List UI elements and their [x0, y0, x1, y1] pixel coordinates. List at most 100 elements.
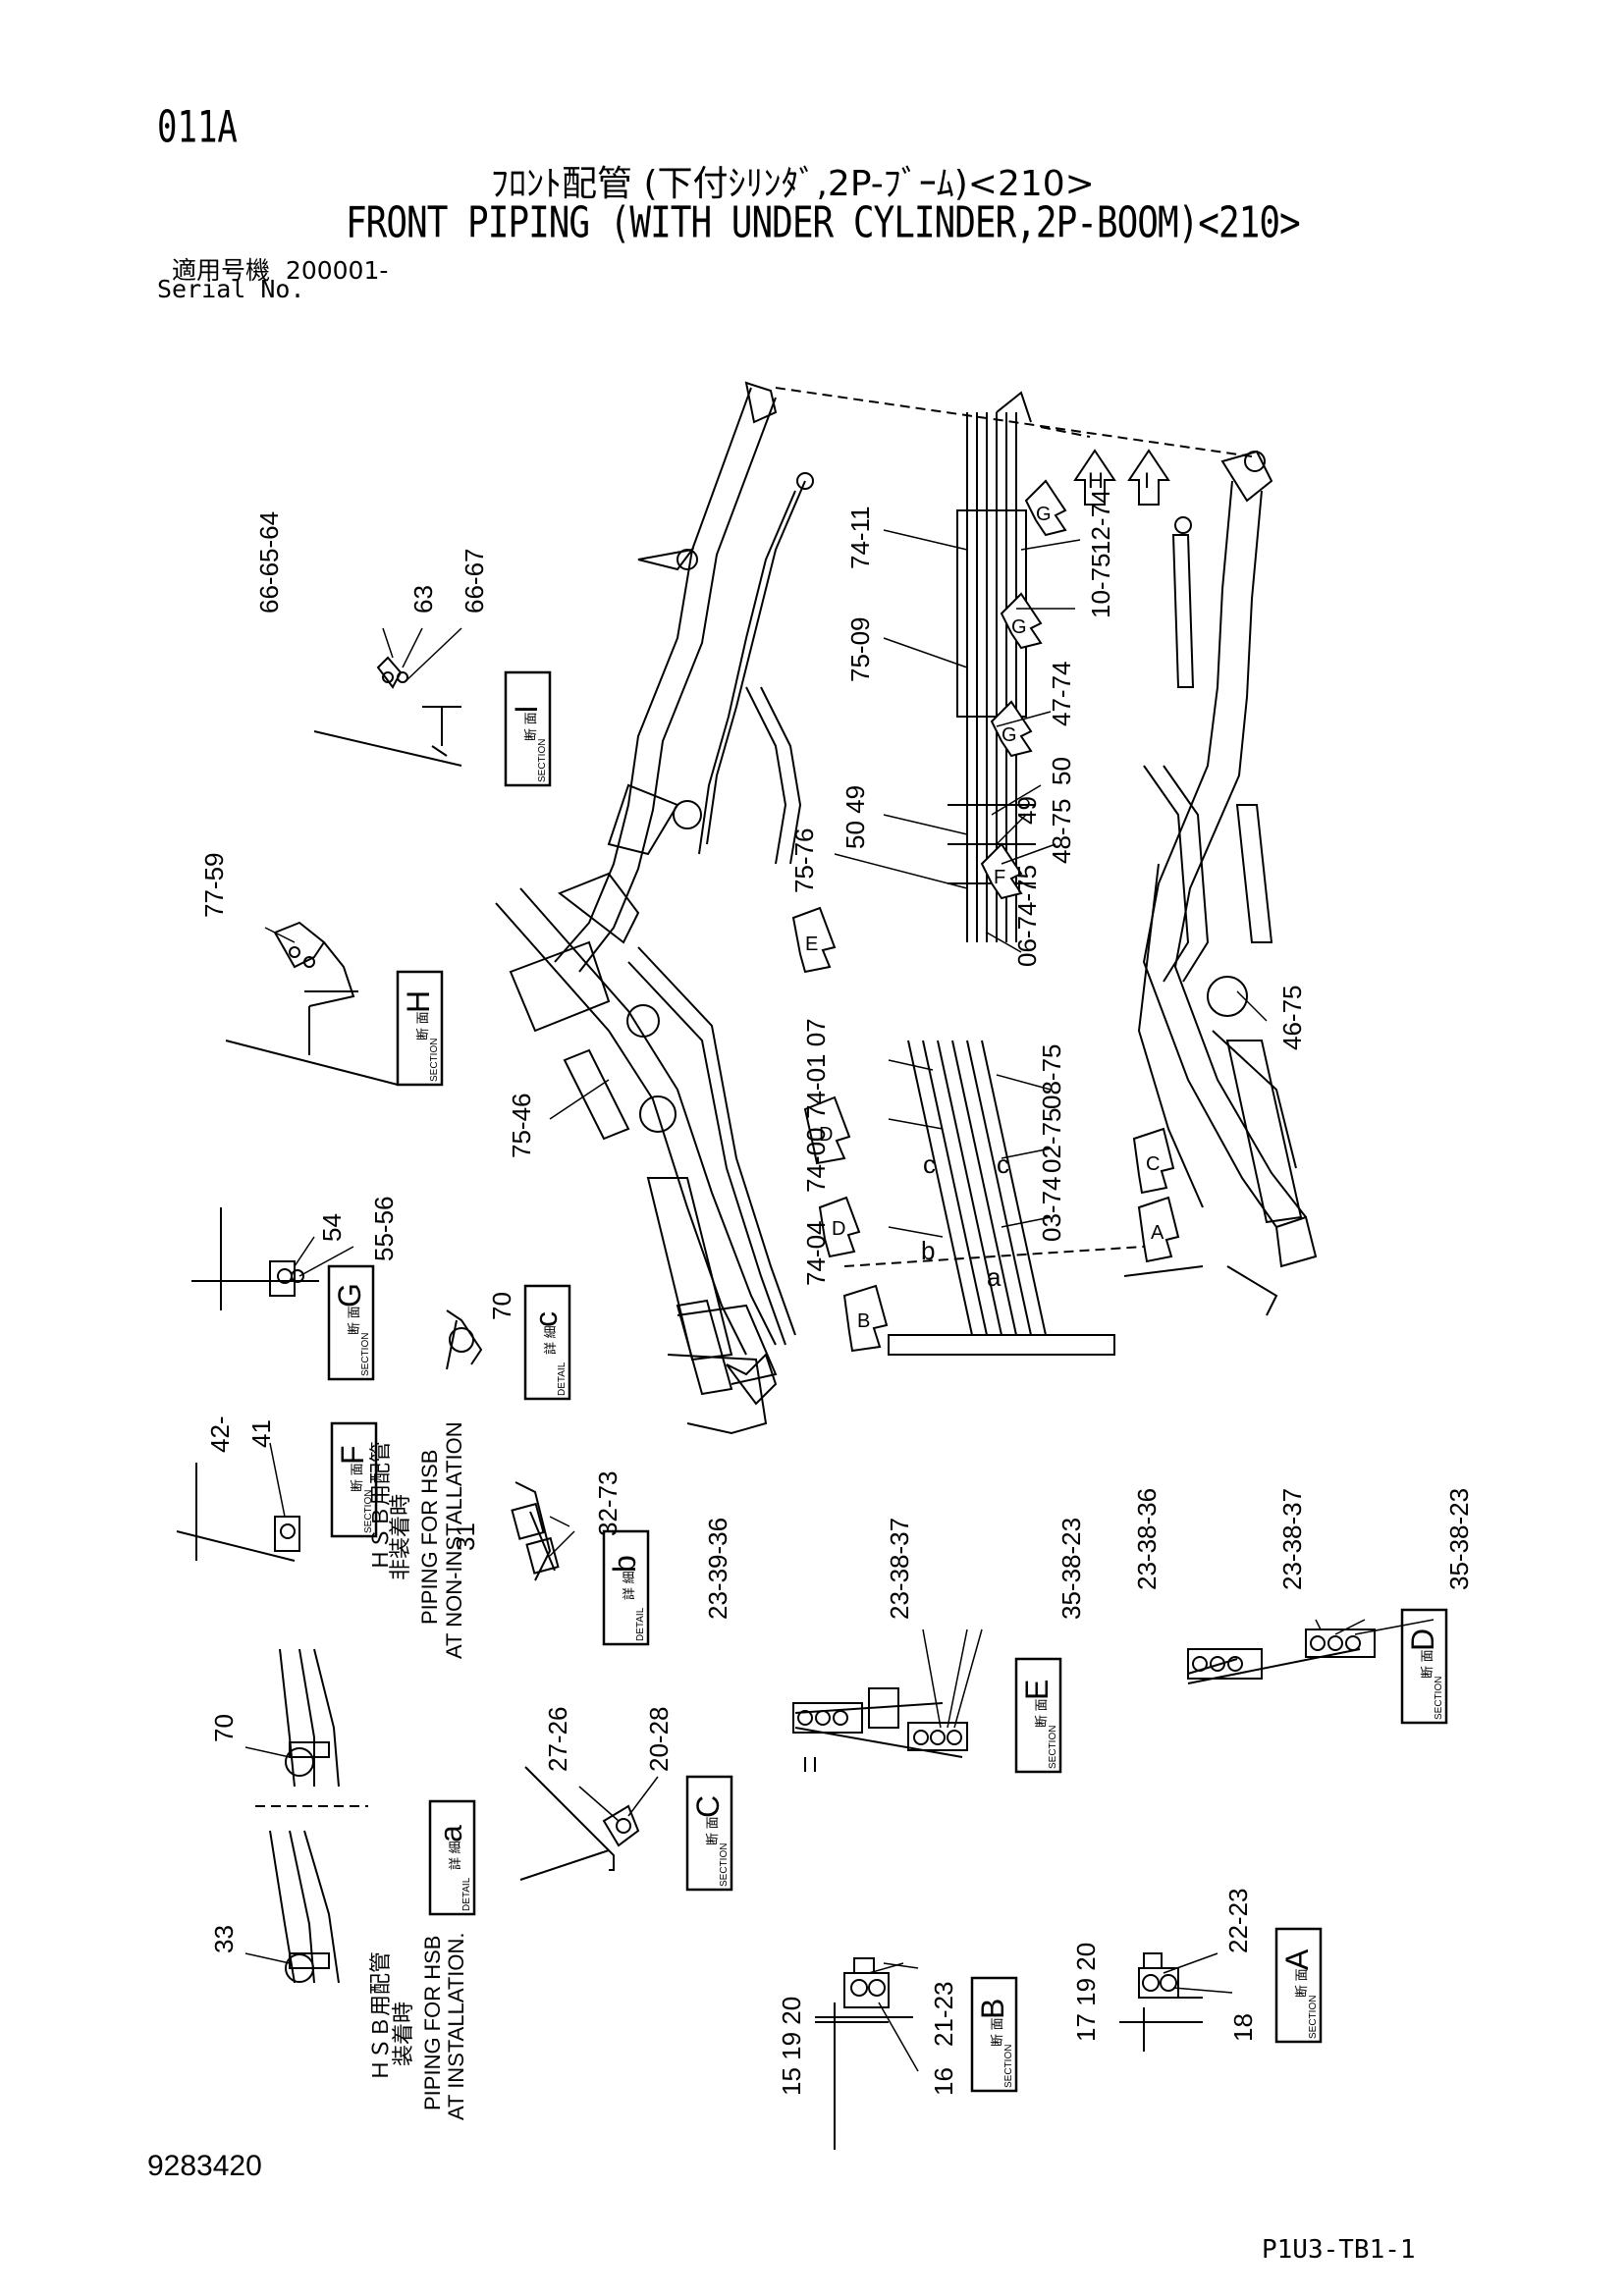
- section-box-h: H 断 面 SECTION: [396, 970, 444, 1087]
- section-arrow-label: G: [1001, 724, 1017, 746]
- detail-box-jp: 詳 細: [622, 1571, 636, 1600]
- detail-box-en: DETAIL: [635, 1607, 646, 1641]
- callout: 46-75: [1277, 986, 1307, 1051]
- callout: 17 19 20: [1071, 1943, 1101, 2042]
- detail-box-letter: a: [433, 1825, 468, 1842]
- callout: 23-38-37: [885, 1518, 914, 1620]
- callout: 33: [209, 1925, 239, 1953]
- callout: 18: [1228, 2013, 1258, 2042]
- view-letters: c c b a: [921, 1149, 1009, 1292]
- callout: 02-75: [1037, 1108, 1066, 1174]
- section-arrow-label: C: [1146, 1153, 1160, 1175]
- callout: 31: [451, 1522, 480, 1551]
- view-letter: a: [987, 1262, 1001, 1292]
- hsb-caption-line: AT NON-INSTALLATION: [442, 1421, 466, 1659]
- callout: 70: [209, 1714, 239, 1742]
- detail-box-en: DETAIL: [557, 1362, 568, 1396]
- view-letter: c: [997, 1149, 1009, 1179]
- section-box-letter: G: [332, 1283, 367, 1308]
- section-arrow-label: G: [1036, 504, 1052, 525]
- callout: 15 19 20: [777, 1997, 806, 2096]
- callout: 54: [317, 1213, 347, 1242]
- drawing-number: 9283420: [147, 2150, 262, 2182]
- detail-box-letter: b: [607, 1555, 642, 1573]
- callout: 75-76: [789, 828, 819, 894]
- section-box-en: SECTION: [429, 1039, 440, 1082]
- section-box-a: A 断 面 SECTION: [1274, 1927, 1323, 2044]
- section-box-letter: D: [1405, 1629, 1440, 1651]
- callout: 16: [929, 2067, 958, 2096]
- section-arrow-label: I: [1144, 468, 1150, 493]
- section-box-jp: 断 面: [523, 712, 538, 741]
- callout: 20-28: [644, 1707, 674, 1773]
- page-code: 011A: [157, 102, 238, 153]
- section-box-en: SECTION: [1003, 2045, 1014, 2088]
- section-box-en: SECTION: [363, 1490, 374, 1533]
- detail-box-letter: c: [528, 1311, 564, 1327]
- section-arrow-c: C: [1132, 1127, 1175, 1195]
- section-box-jp: 断 面: [347, 1306, 361, 1335]
- callout: 32-73: [593, 1471, 623, 1537]
- hsb-caption-line: 非装着時: [388, 1494, 412, 1580]
- callout: 75-09: [845, 617, 875, 683]
- section-arrow-label: G: [1011, 616, 1027, 638]
- detail-box-c: c 詳 細 DETAIL: [523, 1284, 571, 1401]
- serial-label-en: Serial No.: [157, 275, 305, 303]
- callout: 74-01 07: [801, 1018, 831, 1119]
- section-arrow-a: A: [1137, 1196, 1180, 1263]
- callout: 49: [1012, 796, 1042, 825]
- section-box-en: SECTION: [1434, 1677, 1444, 1720]
- section-box-jp: 断 面: [350, 1463, 364, 1492]
- section-arrow-g2: G: [1000, 592, 1043, 650]
- hsb-non-installation-caption: ＨＳＢ用配管 非装着時 PIPING FOR HSB AT NON-INSTAL…: [368, 1421, 466, 1659]
- hsb-caption-line: ＨＳＢ用配管: [368, 1951, 393, 2081]
- section-box-en: SECTION: [537, 739, 548, 782]
- section-box-jp: 断 面: [1034, 1698, 1049, 1728]
- title-english: FRONT PIPING (WITH UNDER CYLINDER,2P-BOO…: [346, 199, 1301, 248]
- callout: 21-23: [929, 1982, 958, 2048]
- callout: 50: [1047, 757, 1076, 785]
- callout: 74-00: [801, 1128, 831, 1194]
- section-box-b: B 断 面 SECTION: [970, 1976, 1018, 2093]
- callout: 27-26: [543, 1707, 572, 1773]
- section-arrow-label: A: [1151, 1222, 1164, 1244]
- callout: 23-39-36: [703, 1518, 732, 1620]
- section-arrow-label: F: [994, 867, 1005, 888]
- detail-box-en: DETAIL: [461, 1877, 472, 1911]
- section-box-f: F 断 面 SECTION: [330, 1421, 378, 1538]
- callout: 63: [408, 585, 438, 614]
- section-arrow-d2: D: [818, 1196, 861, 1258]
- callout: 06-74-75: [1012, 865, 1042, 967]
- section-box-letter: H: [401, 990, 436, 1013]
- callout: 66-67: [460, 549, 489, 614]
- section-arrow-h: H: [1073, 449, 1116, 506]
- section-box-letter: C: [690, 1795, 726, 1818]
- title-japanese: ﾌﾛﾝﾄ配管 (下付ｼﾘﾝﾀﾞ,2P-ﾌﾞｰﾑ)<210>: [491, 164, 1095, 204]
- callout: 03-74: [1037, 1177, 1066, 1243]
- callout: 35-38-23: [1444, 1488, 1474, 1590]
- section-arrow-d1: D: [803, 1095, 851, 1165]
- serial-label-jp: 適用号機: [172, 256, 271, 285]
- section-box-e: E 断 面 SECTION: [1014, 1657, 1062, 1774]
- section-arrow-i: I: [1127, 449, 1170, 506]
- section-arrow-label: E: [805, 934, 818, 955]
- detail-box-b: b 詳 細 DETAIL: [602, 1529, 650, 1646]
- section-box-letter: A: [1279, 1949, 1315, 1970]
- section-box-en: SECTION: [360, 1333, 371, 1376]
- callout: 42-: [205, 1415, 235, 1453]
- callout: 41: [246, 1419, 276, 1448]
- part-callouts: 66-65-64 63 66-67 77-59 54 55-56 70 42- …: [199, 490, 1474, 2097]
- hsb-caption-line: ＨＳＢ用配管: [368, 1441, 393, 1571]
- callout: 70: [487, 1292, 516, 1320]
- callout: 50 49: [840, 785, 870, 849]
- section-arrow-label: H: [1088, 468, 1104, 493]
- detail-box-jp: 詳 細: [448, 1841, 462, 1870]
- section-box-letter: E: [1019, 1680, 1055, 1700]
- detail-box-jp: 詳 細: [543, 1325, 558, 1355]
- view-letter: b: [921, 1236, 935, 1265]
- callout: 23-38-36: [1132, 1488, 1162, 1590]
- detail-sketches: [176, 656, 1376, 2150]
- callout: 22-23: [1223, 1889, 1253, 1954]
- section-arrow-e: E: [791, 906, 837, 974]
